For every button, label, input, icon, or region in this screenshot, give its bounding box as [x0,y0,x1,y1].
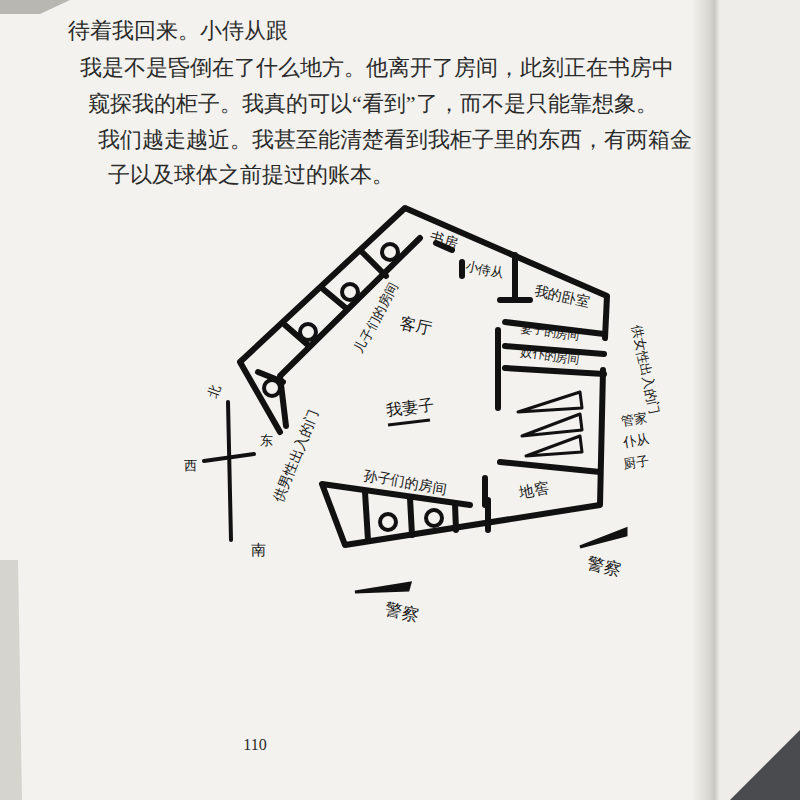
body-text-line: 我是不是昏倒在了什么地方。他离开了房间，此刻正在书房中 [80,55,674,81]
stair-wedge [518,392,582,412]
room-label: 我的卧室 [533,282,591,310]
stair-wedge [526,436,582,456]
compass-label: 北 [204,383,223,401]
room-label: 孙子们的房间 [362,466,448,497]
room-label: 儿子们的房间 [351,280,401,356]
body-text-line: 子以及球体之前提过的账本。 [108,162,394,188]
body-text-line: 窥探我的柜子。我真的可以“看到”了，而不是只能靠想象。 [88,91,658,117]
bed-symbol [426,510,442,526]
door-label: 供男性出入的门 [270,406,322,503]
room-label: 奴仆的房间 [519,345,580,368]
outer-wall [322,370,603,545]
room-label: 地窖 [518,479,551,502]
book-gutter [692,0,720,800]
walls [240,208,607,545]
police-marker [355,583,410,592]
body-text-line: 待着我回来。小侍从跟 [68,18,288,44]
page-number: 110 [243,735,266,754]
stair-wedge [522,414,582,436]
stairs [518,392,582,456]
bed-symbol [380,514,396,530]
compass-line [228,402,231,540]
person-label: 我妻子 [385,395,435,421]
bed-symbol [342,284,358,300]
bed-symbol [264,380,280,396]
room-label: 妻子的房间 [519,321,580,344]
staff-label: 管家 [620,410,648,430]
page-stack [0,560,22,800]
door-label: 供女性出入的门 [628,324,662,416]
book-cover [730,730,800,800]
compass-label: 东 [260,433,273,449]
room-label: 书房 [428,228,459,251]
police-label: 警察 [585,552,623,580]
compass-label: 西 [184,458,197,474]
compass-line [204,454,254,461]
body-text-line: 我们越走越近。我甚至能清楚看到我柜子里的东西，有两箱金 [98,127,692,153]
room-divider [498,255,604,408]
room-label: 小侍从 [463,258,504,281]
staff-label: 厨子 [622,453,650,473]
compass-label: 南 [251,541,266,559]
bed-symbol [382,244,398,260]
police-label: 警察 [383,598,420,625]
bed-symbol [300,324,316,340]
room-divider [485,462,600,505]
page-corner [0,0,70,14]
outer-wall [240,208,607,432]
compass [204,402,254,540]
right-page [720,0,800,800]
room-label: 客厅 [398,313,433,338]
police-marker [580,529,626,547]
underline [388,420,430,425]
staff-label: 仆从 [622,431,650,451]
room-divider [365,492,488,540]
